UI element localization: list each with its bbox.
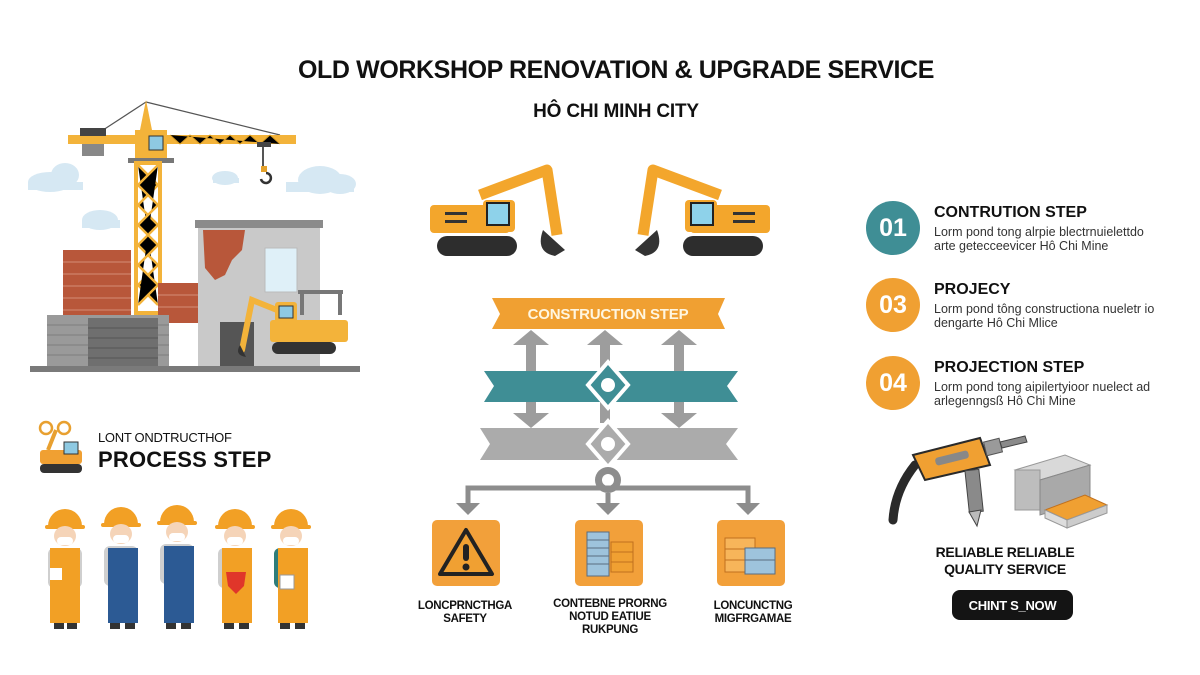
step-title: PROJECY [934, 281, 1011, 298]
safety-caption: LONCPRNCTHGA SAFETY [417, 600, 513, 625]
worker-2 [101, 507, 141, 629]
crates-box [717, 520, 785, 586]
step-title: PROJECTION STEP [934, 359, 1085, 376]
bricks-icon [1013, 454, 1109, 529]
safety-box [432, 520, 500, 586]
tower-crane [68, 100, 296, 315]
process-subtitle: LONT ONDTRUCTHOF [98, 430, 232, 445]
workers-illustration [45, 505, 311, 629]
construction-site-illustration [28, 100, 360, 372]
worker-5 [271, 509, 311, 629]
step-number-badge: 03 [866, 278, 920, 332]
contact-now-button[interactable]: CHINT S_NOW [952, 590, 1073, 620]
step-title: CONTRUTION STEP [934, 204, 1087, 221]
excavator-left [430, 164, 565, 256]
page-title: OLD WORKSHOP RENOVATION & UPGRADE SERVIC… [298, 56, 934, 84]
warning-icon [438, 528, 494, 576]
flow-diagram [456, 298, 760, 515]
materials-caption: CONTEBNE PRORNG NOTUD EATIUE RUKPUNG [553, 598, 667, 636]
excavator-right [635, 164, 770, 256]
drill-icon [888, 435, 1028, 528]
materials-stack-icon [586, 531, 634, 577]
step-03: 03 PROJECY Lorm pond tông constructiona … [866, 278, 1186, 338]
worker-4 [215, 509, 255, 629]
management-caption: LONCUNCTNG MIGFRGAMAE [713, 600, 793, 625]
cloud-icon [28, 163, 356, 230]
reliable-tagline: RELIABLE RELIABLE QUALITY SERVICE [935, 544, 1075, 577]
step-number-badge: 01 [866, 201, 920, 255]
process-title: PROCESS STEP [98, 447, 272, 472]
page-subtitle: HÔ CHI MINH CITY [533, 101, 699, 122]
step-01: 01 CONTRUTION STEP Lorm pond tong alrpie… [866, 201, 1186, 261]
drill-and-bricks-illustration [888, 435, 1109, 529]
excavators-illustration [430, 164, 770, 256]
materials-box [575, 520, 643, 586]
excavator-icon [38, 420, 82, 473]
construction-step-banner: CONSTRUCTION STEP [527, 305, 689, 323]
crates-icon [724, 537, 776, 575]
worker-1 [45, 509, 85, 629]
worker-3 [157, 505, 197, 629]
step-04: 04 PROJECTION STEP Lorm pond tong aipile… [866, 356, 1186, 416]
step-number-badge: 04 [866, 356, 920, 410]
excavator-small [238, 290, 348, 357]
